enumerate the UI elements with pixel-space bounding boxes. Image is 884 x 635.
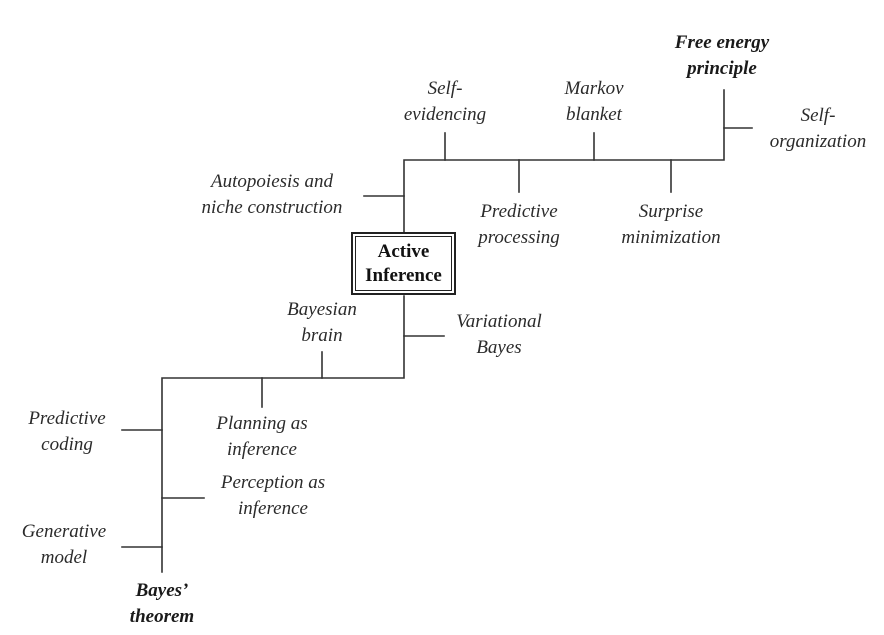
- generative-model-line1: Generative: [21, 521, 107, 542]
- predictive-coding-line2: coding: [41, 434, 93, 455]
- active-inference-line1: Active: [377, 240, 430, 262]
- node-generative-model: Generative model: [4, 519, 124, 571]
- node-autopoiesis: Autopoiesis and niche construction: [180, 169, 364, 221]
- predictive-processing-line2: processing: [478, 227, 560, 248]
- perception-line2: inference: [238, 498, 308, 519]
- node-surprise-minimization: Surprise minimization: [604, 199, 738, 251]
- node-variational-bayes: Variational Bayes: [441, 309, 557, 361]
- bayes-theorem-line1: Bayes’: [135, 580, 189, 601]
- free-energy-line2: principle: [687, 58, 757, 79]
- autopoiesis-line1: Autopoiesis and: [211, 171, 333, 192]
- bayesian-brain-line1: Bayesian: [287, 299, 357, 320]
- planning-line1: Planning as: [216, 413, 308, 434]
- planning-line2: inference: [227, 439, 297, 460]
- markov-blanket-line1: Markov: [564, 78, 624, 99]
- perception-line1: Perception as: [220, 472, 326, 493]
- bayesian-brain-line2: brain: [301, 325, 343, 346]
- node-bayes-theorem: Bayes’ theorem: [110, 578, 214, 630]
- active-inference-box: Active Inference: [351, 232, 456, 295]
- surprise-minimization-line2: minimization: [621, 227, 721, 248]
- active-inference-line2: Inference: [365, 264, 442, 286]
- predictive-coding-line1: Predictive: [28, 408, 106, 429]
- autopoiesis-line2: niche construction: [201, 197, 343, 218]
- free-energy-line1: Free energy: [674, 32, 770, 53]
- node-predictive-coding: Predictive coding: [10, 406, 124, 458]
- node-markov-blanket: Markov blanket: [540, 76, 648, 128]
- markov-blanket-line2: blanket: [566, 104, 622, 125]
- node-predictive-processing: Predictive processing: [458, 199, 580, 251]
- self-evidencing-line1: Self-: [427, 78, 463, 99]
- bayes-theorem-line2: theorem: [129, 606, 195, 627]
- variational-bayes-line1: Variational: [456, 311, 542, 332]
- node-perception-as-inference: Perception as inference: [202, 470, 344, 522]
- node-bayesian-brain: Bayesian brain: [266, 297, 378, 349]
- main-stair-line: [161, 295, 405, 573]
- generative-model-line2: model: [40, 547, 88, 568]
- node-planning-as-inference: Planning as inference: [196, 411, 328, 463]
- node-self-organization: Self- organization: [752, 103, 884, 155]
- self-evidencing-line2: evidencing: [403, 104, 487, 125]
- predictive-processing-line1: Predictive: [480, 201, 558, 222]
- self-organization-line1: Self-: [800, 105, 836, 126]
- node-self-evidencing: Self- evidencing: [385, 76, 505, 128]
- node-free-energy-principle: Free energy principle: [647, 30, 797, 82]
- variational-bayes-line2: Bayes: [476, 337, 522, 358]
- surprise-minimization-line1: Surprise: [638, 201, 704, 222]
- self-organization-line2: organization: [769, 131, 867, 152]
